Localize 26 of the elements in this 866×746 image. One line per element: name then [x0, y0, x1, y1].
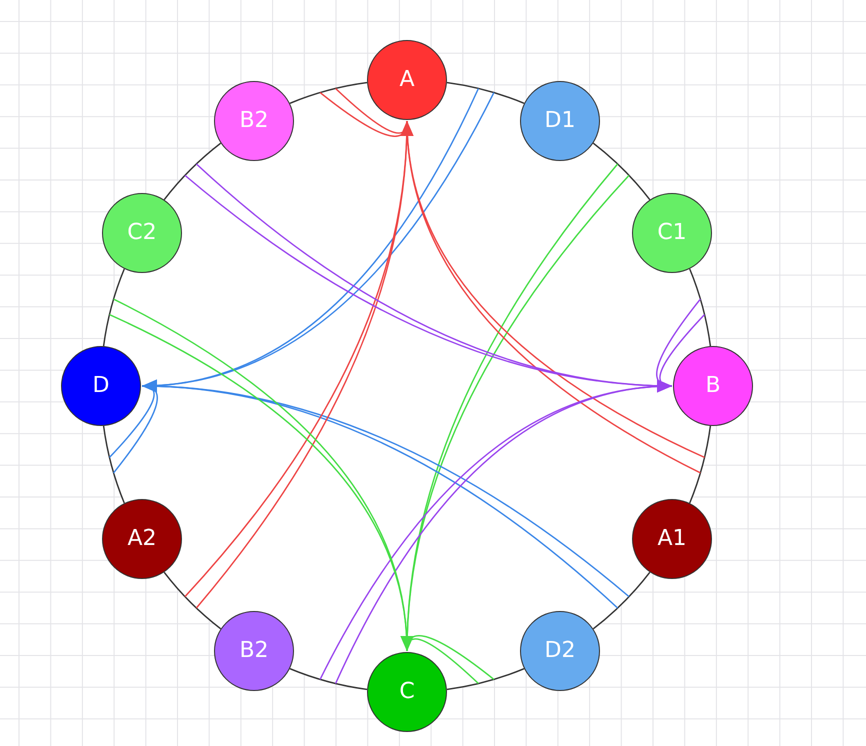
node-label: B: [705, 375, 721, 397]
ring-arc: [290, 668, 368, 690]
node-label: C: [399, 681, 415, 703]
node-label: D1: [544, 110, 576, 132]
node-circle: [367, 652, 447, 732]
node-label: C2: [127, 222, 157, 244]
node-label: B2: [239, 110, 269, 132]
node-label: A1: [657, 528, 687, 550]
ring-arc: [592, 572, 650, 630]
ring-arc: [446, 82, 524, 104]
ring-arc: [102, 426, 125, 504]
node-label: B2: [239, 640, 269, 662]
node-label: D: [92, 375, 110, 397]
node-label: A2: [127, 528, 156, 550]
ring-arc: [592, 142, 650, 200]
ring-arc: [290, 82, 368, 104]
node-label: A: [399, 69, 415, 91]
node-label: C1: [657, 222, 687, 244]
ring-arc: [164, 142, 222, 200]
ring-arc: [164, 572, 222, 630]
arrow: [108, 380, 158, 458]
ring-arc: [102, 268, 125, 346]
ring-arc: [446, 668, 524, 690]
node-label: D2: [544, 640, 576, 662]
ring-arc: [689, 426, 712, 504]
ring-arc: [689, 268, 712, 346]
